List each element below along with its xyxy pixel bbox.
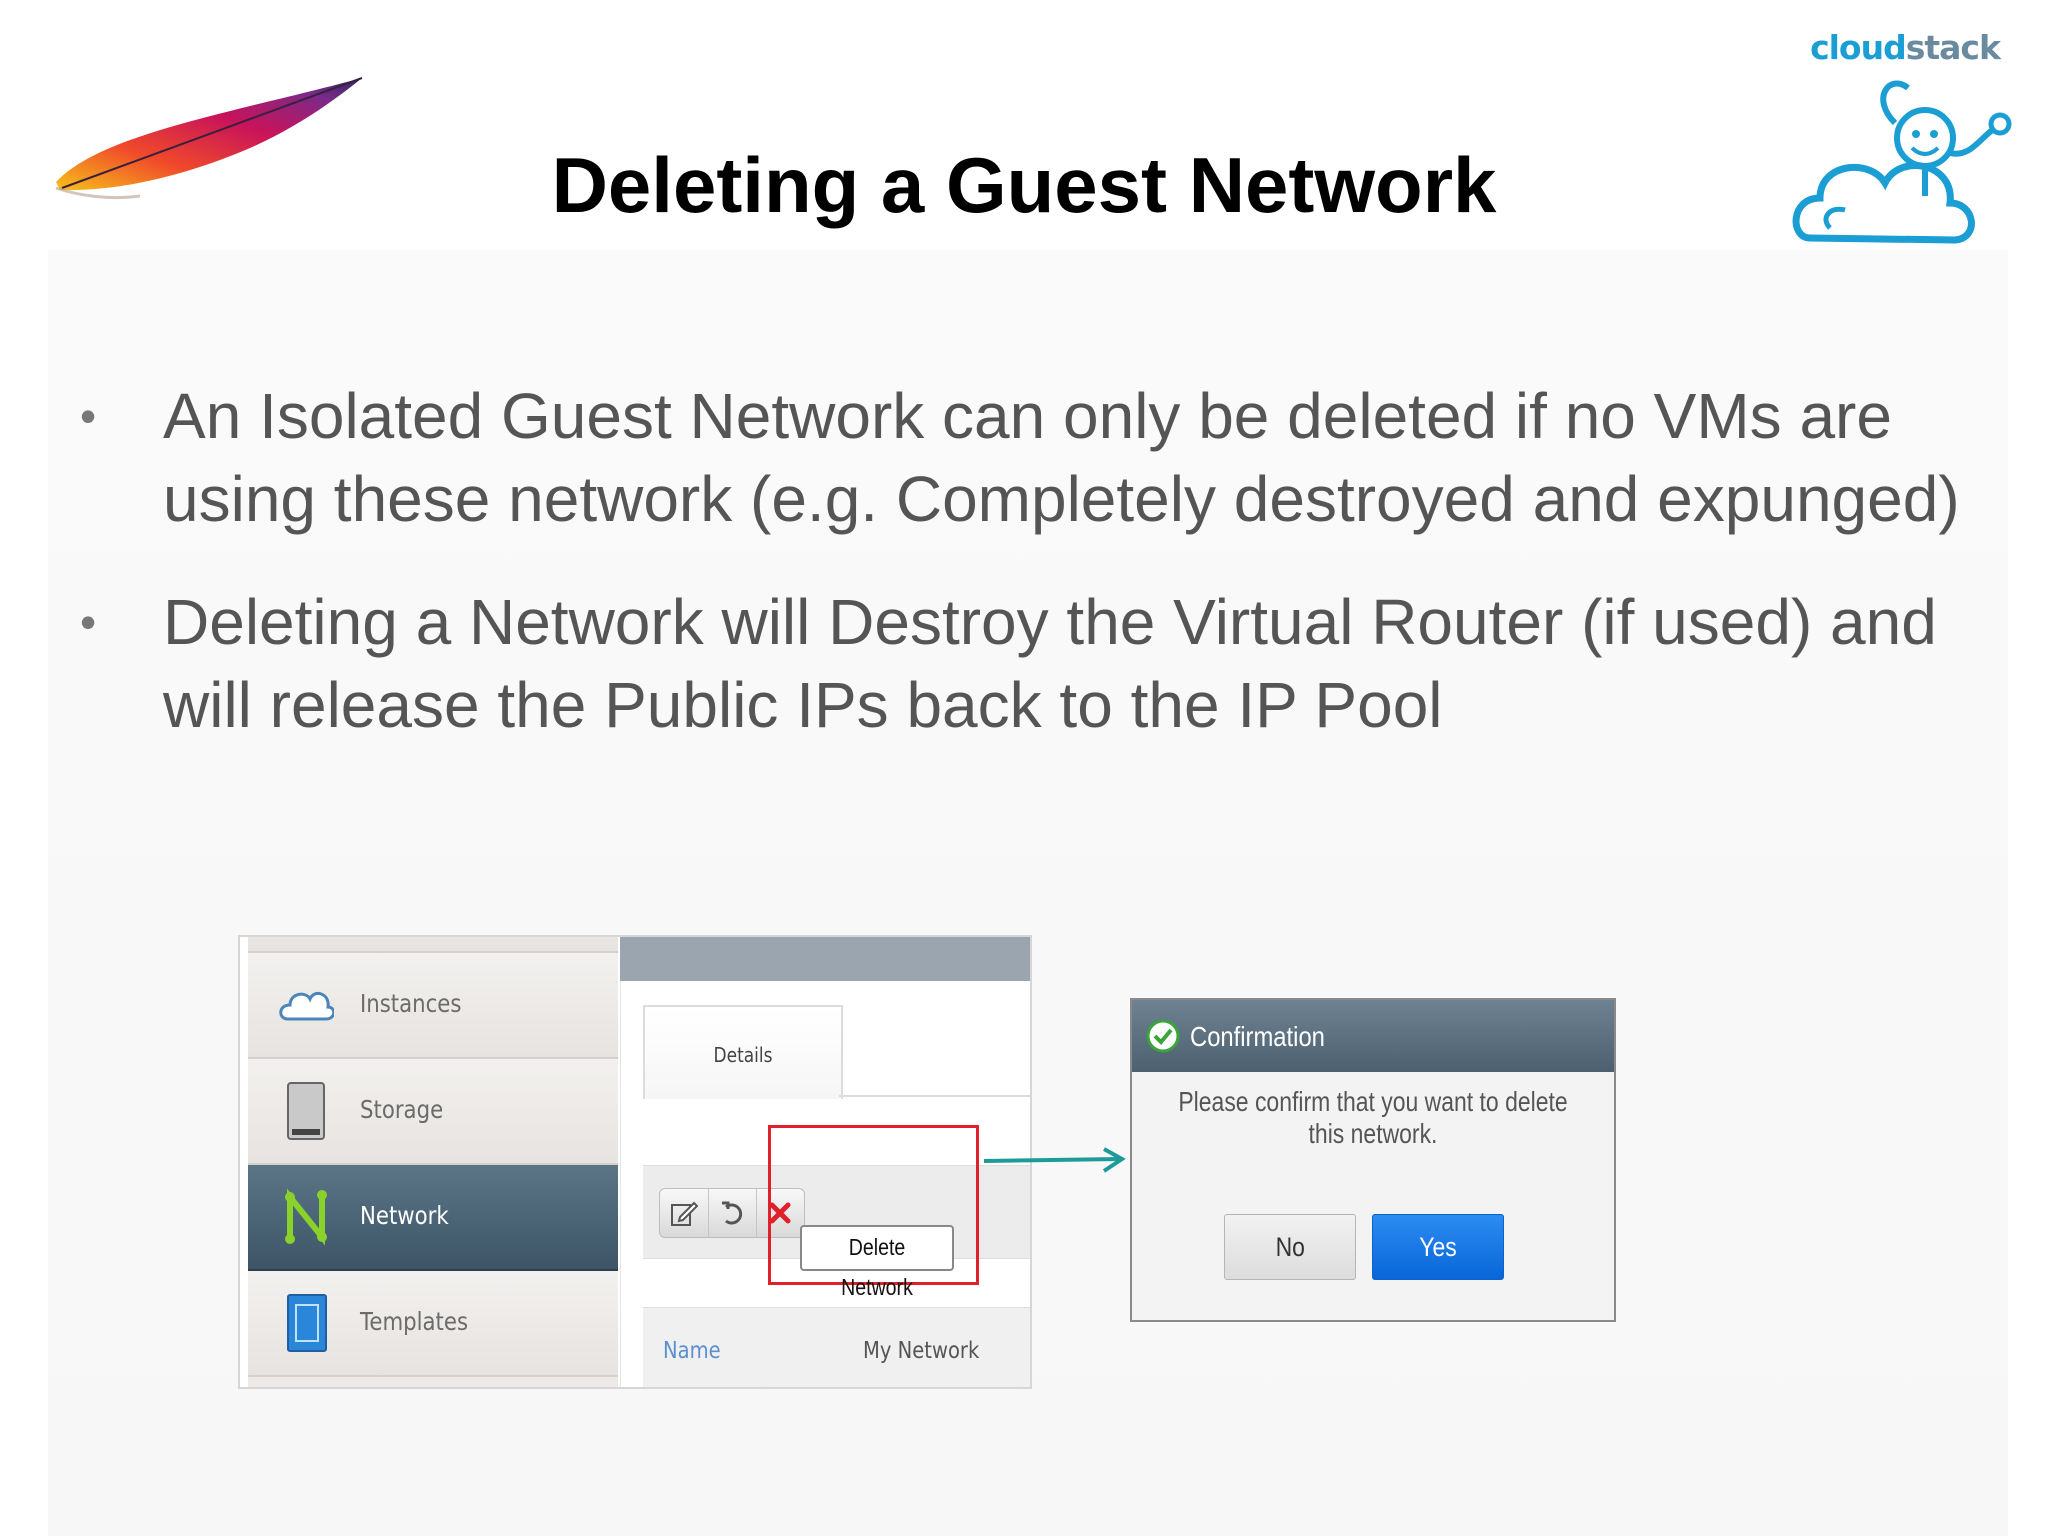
cloud-monkey-icon (1792, 80, 2012, 244)
sidebar-item-templates[interactable]: Templates (248, 1271, 618, 1377)
confirmation-dialog: Confirmation Please confirm that you wan… (1130, 998, 1616, 1322)
dialog-title: Confirmation (1190, 1021, 1325, 1052)
dialog-message: Please confirm that you want to delete t… (1178, 1086, 1568, 1149)
check-circle-icon (1146, 1019, 1180, 1053)
delete-button[interactable] (756, 1189, 804, 1237)
bullet-item: • An Isolated Guest Network can only be … (80, 375, 1980, 541)
delete-network-tooltip: Delete Network (800, 1225, 954, 1300)
bullet-dot: • (80, 596, 97, 648)
bullet-text: An Isolated Guest Network can only be de… (163, 380, 1960, 535)
sidebar-item-network[interactable]: Network (248, 1165, 618, 1271)
network-icon (285, 1188, 327, 1246)
tab-divider (839, 1095, 1030, 1097)
highlight-box (768, 1125, 979, 1285)
detail-row-name: Name My Network (643, 1307, 1030, 1387)
restart-button[interactable] (708, 1189, 757, 1237)
delete-icon (769, 1202, 791, 1224)
sidebar-item-label: Storage (360, 1095, 444, 1124)
yes-button[interactable]: Yes (1372, 1214, 1504, 1280)
restart-icon (722, 1201, 743, 1225)
apache-feather-icon (55, 77, 363, 200)
arrow-icon (983, 1147, 1126, 1173)
cloudstack-logo-text: cloudstack (1810, 28, 2001, 67)
bullet-list: • An Isolated Guest Network can only be … (80, 375, 1980, 787)
details-panel: Details (620, 981, 1030, 1387)
sidebar-item-partial[interactable] (248, 937, 618, 953)
top-bar (620, 937, 1030, 981)
bullet-item: • Deleting a Network will Destroy the Vi… (80, 581, 1980, 747)
edit-icon (671, 1201, 698, 1226)
sidebar-item-label: Instances (360, 989, 462, 1018)
network-screenshot: Instances Storage Network Templates (238, 935, 1032, 1389)
bullet-dot: • (80, 390, 97, 442)
storage-drive-icon (287, 1082, 325, 1140)
field-value: My Network (863, 1338, 980, 1364)
sidebar-nav: Instances Storage Network Templates (248, 937, 618, 1387)
no-button[interactable]: No (1224, 1214, 1356, 1280)
action-button-group (659, 1188, 805, 1238)
dialog-header: Confirmation (1132, 1000, 1614, 1072)
cloudstack-logo: cloudstack (1790, 28, 2020, 268)
template-icon (287, 1294, 327, 1352)
edit-button[interactable] (660, 1189, 709, 1237)
sidebar-item-instances[interactable]: Instances (248, 953, 618, 1059)
sidebar-item-label: Templates (360, 1307, 469, 1336)
field-label: Name (663, 1338, 721, 1364)
sidebar-item-storage[interactable]: Storage (248, 1059, 618, 1165)
sidebar-item-label: Network (360, 1201, 449, 1230)
bullet-text: Deleting a Network will Destroy the Virt… (163, 586, 1937, 741)
slide-title: Deleting a Guest Network (551, 141, 1497, 229)
cloud-icon (279, 991, 334, 1021)
tab-details[interactable]: Details (643, 1005, 843, 1099)
